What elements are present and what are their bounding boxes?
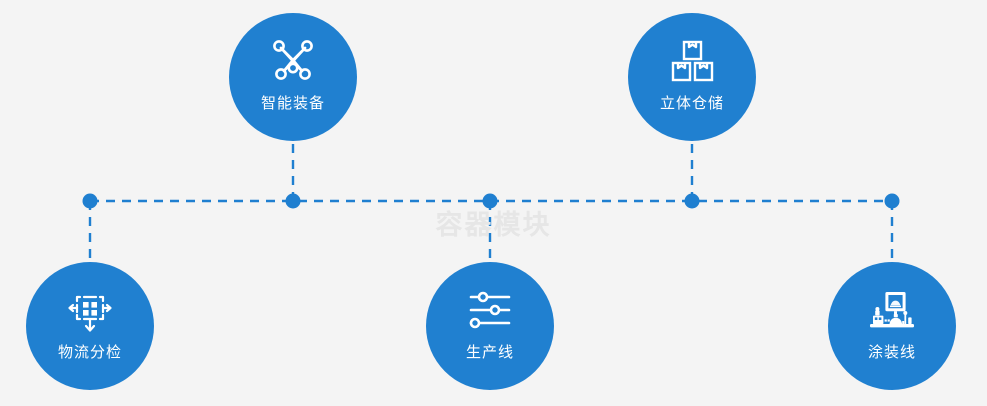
node-smart-equipment[interactable]: 智能装备 [229,13,357,141]
node-label: 智能装备 [260,95,325,112]
junction-dot [82,193,98,209]
sorting-arrows-icon [68,295,112,332]
node-production-line[interactable]: 生产线 [426,262,554,390]
node-warehouse[interactable]: 立体仓储 [628,13,756,141]
factory-machine-icon [870,292,914,328]
node-label: 生产线 [465,344,514,361]
node-logistics-sorting[interactable]: 物流分检 [26,262,154,390]
network-nodes-icon [273,40,313,80]
node-label: 物流分检 [57,344,122,361]
sliders-icon [469,291,511,329]
junction-dot [285,193,301,209]
junction-dot [684,193,700,209]
junction-dot [884,193,900,209]
node-label: 涂装线 [867,344,916,361]
stacked-boxes-icon [671,40,714,82]
node-label: 立体仓储 [659,95,724,112]
node-painting-line[interactable]: 涂装线 [828,262,956,390]
junction-dot [482,193,498,209]
